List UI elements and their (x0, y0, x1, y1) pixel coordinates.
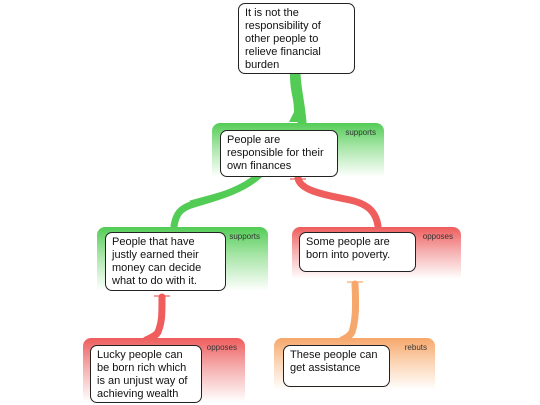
relation-tag-n5: rebuts (404, 343, 427, 352)
node-n1-text: People are responsible for their own fin… (227, 134, 324, 172)
node-n5[interactable]: These people can get assistance (283, 345, 390, 387)
relation-tag-n1: supports (345, 128, 376, 137)
node-n2[interactable]: People that have justly earned their mon… (105, 232, 226, 291)
node-n2-text: People that have justly earned their mon… (112, 236, 202, 287)
node-root[interactable]: It is not the responsibility of other pe… (238, 3, 355, 74)
connector-n3-n5 (338, 280, 360, 344)
connector-n1-n3 (294, 174, 382, 230)
connector-n1-n2 (170, 168, 266, 230)
node-n3[interactable]: Some people are born into poverty. (299, 232, 416, 272)
node-n3-text: Some people are born into poverty. (306, 236, 391, 261)
relation-tag-n2: supports (229, 232, 260, 241)
node-n4-text: Lucky people can be born rich which is a… (97, 349, 188, 400)
connector-n1-n2-flare (189, 170, 264, 204)
relation-tag-n4: opposes (206, 343, 237, 352)
relation-tag-n3: opposes (422, 232, 453, 241)
node-n1[interactable]: People are responsible for their own fin… (220, 130, 338, 177)
node-n4[interactable]: Lucky people can be born rich which is a… (90, 345, 202, 403)
connector-n2-n4 (142, 293, 166, 344)
connector-root-n1-stem (291, 69, 307, 127)
node-root-text: It is not the responsibility of other pe… (245, 7, 321, 71)
node-n5-text: These people can get assistance (290, 349, 378, 374)
